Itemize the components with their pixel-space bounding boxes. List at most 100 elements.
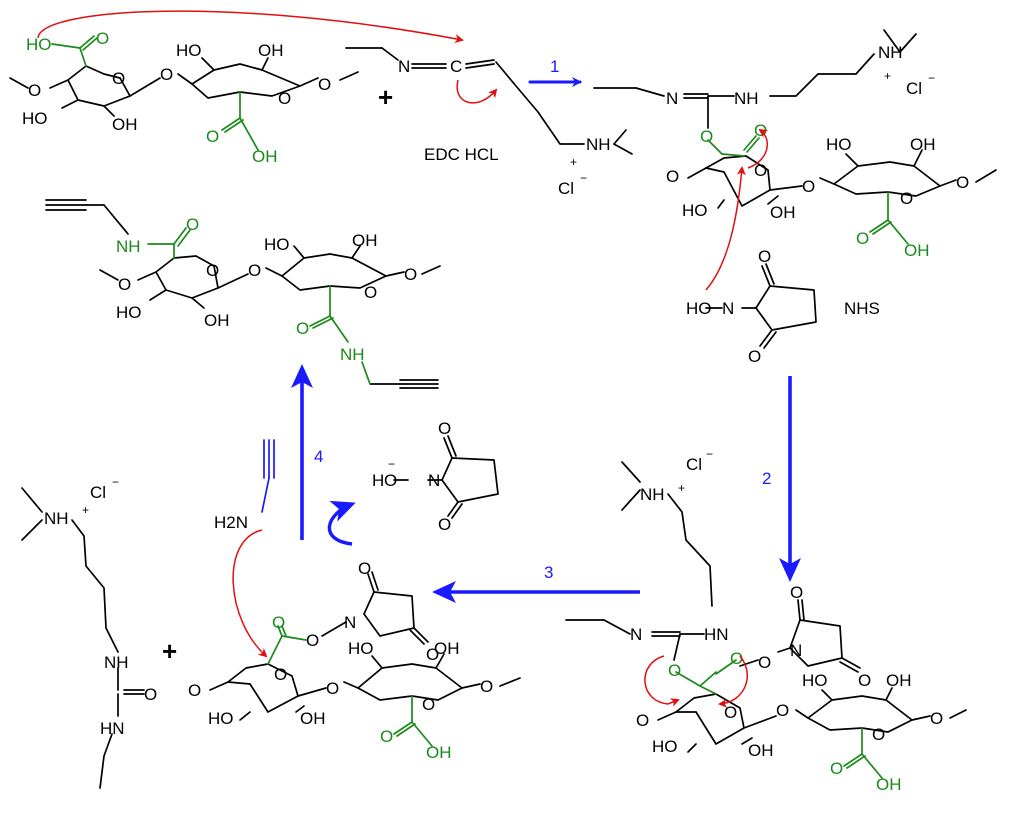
atom-label: HO xyxy=(826,135,852,154)
atom-label: N xyxy=(722,299,734,318)
electron-arrow xyxy=(747,128,769,169)
atom-label: NH xyxy=(340,345,365,364)
plus-sign: + xyxy=(378,82,393,112)
atom-label: HO xyxy=(264,235,290,254)
atom-label: O xyxy=(666,167,679,186)
atom-label: OH xyxy=(876,775,902,794)
atom-label: NH xyxy=(878,43,903,62)
atom-label: HO xyxy=(652,737,678,756)
charge: + xyxy=(82,503,89,517)
charge: + xyxy=(570,155,577,169)
electron-arrow xyxy=(37,10,464,44)
atom-label: HN xyxy=(100,719,125,738)
alkyne-alginate-product: NH O O O O O O HO OH HO OH O NH xyxy=(45,199,441,389)
atom-label: N xyxy=(428,471,440,490)
atom-label: HO xyxy=(176,41,202,60)
atom-label: O xyxy=(426,645,439,664)
atom-label: HO xyxy=(208,709,234,728)
atom-label: O xyxy=(384,471,397,490)
atom-label: HO xyxy=(22,109,48,128)
nhs-reagent: HO N O O NHS xyxy=(686,247,880,366)
atom-label: HN xyxy=(704,625,729,644)
atom-label: OH xyxy=(204,311,230,330)
atom-label: NH xyxy=(734,89,759,108)
atom-label: O xyxy=(188,681,201,700)
atom-label: N xyxy=(398,57,410,76)
charge: + xyxy=(678,481,685,495)
atom-label: O xyxy=(802,177,815,196)
atom-label: O xyxy=(422,695,435,714)
atom-label: O xyxy=(318,75,331,94)
atom-label: O xyxy=(748,347,761,366)
atom-label: NH xyxy=(116,237,141,256)
atom-label: O xyxy=(364,283,377,302)
atom-label: OH xyxy=(112,115,138,134)
atom-label: O xyxy=(758,653,771,672)
atom-label: O xyxy=(956,173,969,192)
atom-label: O xyxy=(28,81,41,100)
atom-label: OH xyxy=(258,41,284,60)
atom-label: OH xyxy=(252,147,278,166)
atom-label: Cl xyxy=(906,79,922,98)
atom-label: O xyxy=(438,419,451,438)
atom-label: HO xyxy=(802,671,828,690)
atom-label: N xyxy=(790,641,802,660)
atom-label: O xyxy=(278,89,291,108)
step-label: 3 xyxy=(544,563,553,582)
atom-label: O xyxy=(858,671,871,690)
atom-label: OH xyxy=(770,203,796,222)
step-label: 4 xyxy=(314,447,323,466)
nhs-label: NHS xyxy=(844,299,880,318)
atom-label: NH xyxy=(640,485,665,504)
atom-label: O xyxy=(358,559,371,578)
atom-label: HO xyxy=(348,639,374,658)
atom-label: OH xyxy=(426,743,452,762)
alginate-reactant: HO O O OH O O O O O HO OH HO OH xyxy=(9,29,359,166)
o-acylisourea-intermediate: N NH NH + Cl − O O O O O O O HO OH HO OH… xyxy=(593,29,997,260)
nhs-ester-intermediate: O O N O O O O O O O HO OH HO OH O OH xyxy=(188,559,521,762)
atom-label: O xyxy=(730,649,743,668)
atom-label: O xyxy=(118,275,131,294)
atom-label: O xyxy=(900,189,913,208)
charge: − xyxy=(580,171,587,185)
propargylamine-reagent: H2N xyxy=(214,439,275,532)
atom-label: Cl xyxy=(558,179,574,198)
atom-label: O xyxy=(160,65,173,84)
electron-arrow xyxy=(644,655,680,707)
electron-arrow xyxy=(705,166,746,291)
atom-label: H xyxy=(372,471,384,490)
charge: + xyxy=(884,69,891,83)
charge: − xyxy=(388,457,395,471)
atom-label: O xyxy=(668,661,681,680)
atom-label: O xyxy=(636,711,649,730)
atom-label: O xyxy=(758,247,771,266)
atom-label: NH xyxy=(586,135,611,154)
atom-label: O xyxy=(700,127,713,146)
charge: − xyxy=(706,447,713,461)
atom-label: O xyxy=(480,677,493,696)
atom-label: O xyxy=(206,261,219,280)
atom-label: O xyxy=(96,29,109,48)
step-label: 2 xyxy=(762,469,771,488)
atom-label: O xyxy=(872,725,885,744)
atom-label: N xyxy=(344,613,356,632)
nhs-adduct-intermediate: NH + Cl − N HN O O O N O O O O O O O HO … xyxy=(565,447,967,794)
atom-label: HO xyxy=(682,201,708,220)
atom-label: O xyxy=(272,613,285,632)
atom-label: H2N xyxy=(214,513,248,532)
atom-label: C xyxy=(450,57,462,76)
atom-label: O xyxy=(248,261,261,280)
atom-label: O xyxy=(404,265,417,284)
atom-label: NH xyxy=(44,509,69,528)
nhs-leaving-group: H O − N O O xyxy=(372,419,499,534)
atom-label: OH xyxy=(748,741,774,760)
atom-label: O xyxy=(326,679,339,698)
atom-label: OH xyxy=(434,639,460,658)
atom-label: Cl xyxy=(686,455,702,474)
atom-label: O xyxy=(930,709,943,728)
atom-label: O xyxy=(830,759,843,778)
atom-label: HO xyxy=(26,35,52,54)
atom-label: OH xyxy=(910,135,936,154)
atom-label: O xyxy=(306,631,319,650)
atom-label: O xyxy=(754,161,767,180)
